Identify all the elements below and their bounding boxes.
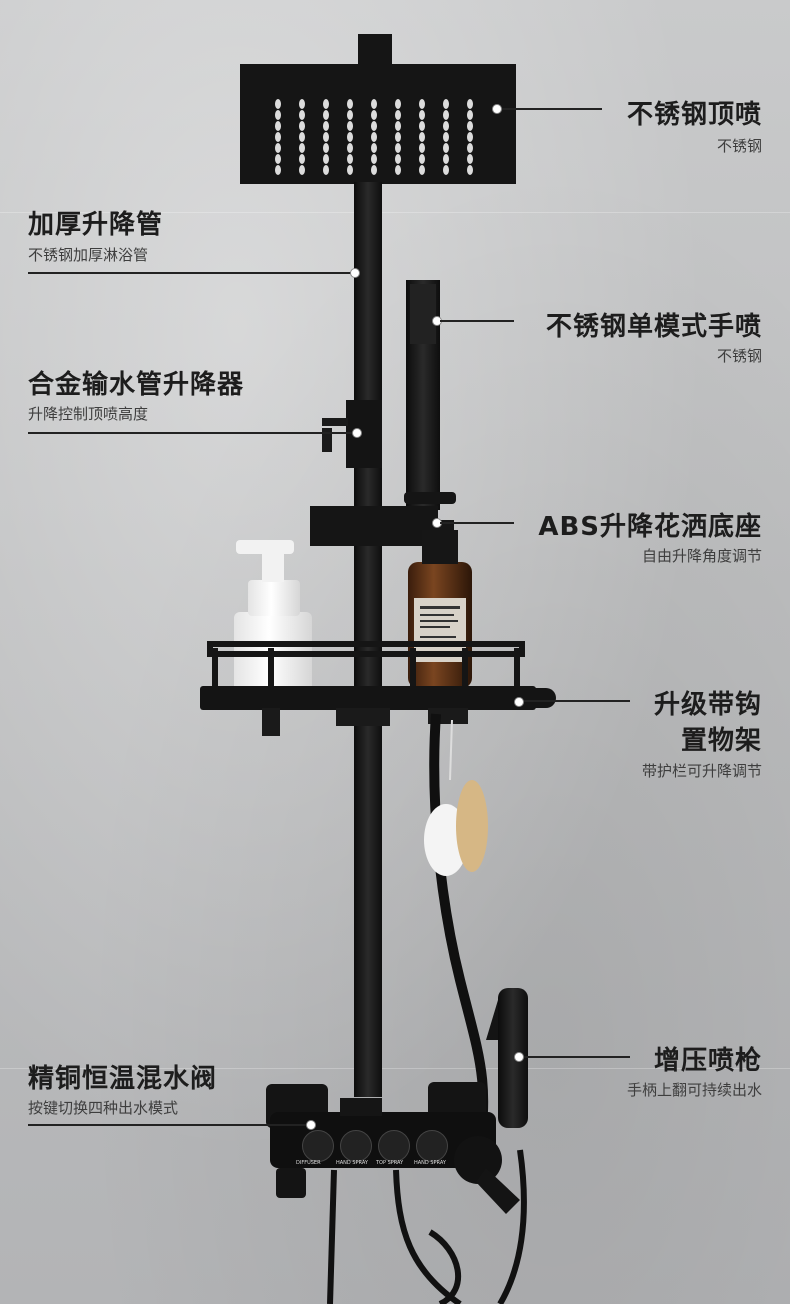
mode-label: HAND SPRAY xyxy=(336,1160,368,1166)
callout-title: 精铜恒温混水阀 xyxy=(28,1064,218,1094)
bath-brush xyxy=(424,719,488,876)
callout-title: ABS升降花洒底座 xyxy=(538,512,762,542)
callout-subtitle: 不锈钢 xyxy=(716,137,762,155)
mixer-buttons: DIFFUSER HAND SPRAY TOP SPRAY HAND SPRAY xyxy=(296,1130,452,1166)
callout-title: 置物架 xyxy=(680,726,762,756)
callout-subtitle: 手柄上翻可持续出水 xyxy=(626,1081,762,1099)
callout-title: 不锈钢顶喷 xyxy=(626,100,762,130)
callout-title: 升级带钩 xyxy=(653,690,762,720)
mode-label: TOP SPRAY xyxy=(376,1160,404,1166)
callout-title: 合金输水管升降器 xyxy=(28,370,245,400)
mode-label: HAND SPRAY xyxy=(414,1160,446,1166)
callout-subtitle: 带护栏可升降调节 xyxy=(641,762,762,780)
hand-shower xyxy=(406,280,440,510)
mode-button-hand-spray-2[interactable] xyxy=(416,1130,448,1162)
storage-shelf xyxy=(200,641,556,736)
hand-shower-holder xyxy=(310,492,456,546)
shower-head-connector xyxy=(358,34,392,66)
callout-subtitle: 升降控制顶喷高度 xyxy=(28,405,149,423)
callout-subtitle: 不锈钢 xyxy=(716,347,762,365)
riser-pipe xyxy=(354,182,382,1097)
mode-button-hand-spray[interactable] xyxy=(340,1130,372,1162)
callout-subtitle: 不锈钢加厚淋浴管 xyxy=(28,246,149,264)
callout-subtitle: 自由升降角度调节 xyxy=(641,547,762,565)
callout-subtitle: 按键切换四种出水模式 xyxy=(28,1099,179,1117)
top-shower-head xyxy=(240,64,516,184)
coiled-hose xyxy=(327,1149,527,1304)
mode-label: DIFFUSER xyxy=(296,1160,321,1166)
callout-title: 不锈钢单模式手喷 xyxy=(545,312,762,342)
mode-button-top-spray[interactable] xyxy=(378,1130,410,1162)
spray-gun xyxy=(486,988,528,1128)
callout-title: 加厚升降管 xyxy=(28,210,164,240)
mode-button-diffuser[interactable] xyxy=(302,1130,334,1162)
callout-title: 增压喷枪 xyxy=(653,1046,762,1076)
